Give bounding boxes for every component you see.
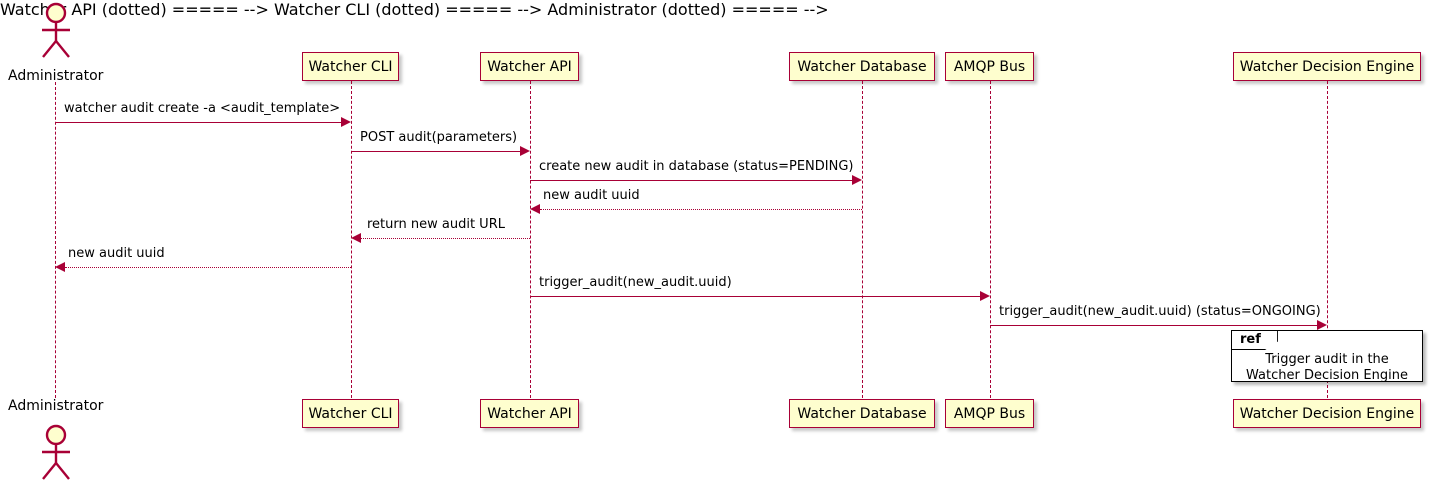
message-label-trigger-audit-ongoing: trigger_audit(new_audit.uuid) (status=ON… bbox=[999, 304, 1321, 319]
participant-label: Watcher Database bbox=[797, 58, 927, 75]
participant-watcher-cli-top[interactable]: Watcher CLI bbox=[302, 52, 399, 81]
lifeline-administrator bbox=[55, 82, 56, 398]
lifeline-amqp-bus bbox=[990, 81, 991, 398]
message-label-new-audit-uuid-cli: new audit uuid bbox=[68, 246, 165, 261]
participant-amqp-bus-bottom[interactable]: AMQP Bus bbox=[945, 399, 1034, 428]
message-arrowhead-return-new-audit-url bbox=[351, 233, 361, 243]
ref-text-line-1: Trigger audit in the bbox=[1265, 352, 1389, 367]
participant-watcher-api-top[interactable]: Watcher API bbox=[480, 52, 579, 81]
message-line-return-new-audit-url bbox=[361, 238, 530, 239]
participant-label: Watcher CLI bbox=[308, 58, 393, 75]
message-label-new-audit-uuid-db: new audit uuid bbox=[543, 188, 640, 203]
message-arrowhead-watcher-audit-create bbox=[341, 117, 351, 127]
message-line-new-audit-uuid-cli bbox=[65, 267, 351, 268]
message-label-create-new-audit: create new audit in database (status=PEN… bbox=[539, 159, 854, 174]
message-label-post-audit: POST audit(parameters) bbox=[360, 130, 518, 145]
participant-watcher-api-bottom[interactable]: Watcher API bbox=[480, 399, 579, 428]
message-arrowhead-trigger-audit-ongoing bbox=[1317, 320, 1327, 330]
participant-label: Watcher Decision Engine bbox=[1239, 405, 1415, 422]
lifeline-watcher-api bbox=[530, 81, 531, 398]
message-arrowhead-trigger-audit bbox=[980, 291, 990, 301]
message-line-trigger-audit-ongoing bbox=[990, 325, 1319, 326]
actor-label-top: Administrator bbox=[8, 68, 104, 84]
participant-label: AMQP Bus bbox=[953, 58, 1026, 75]
message-label-trigger-audit: trigger_audit(new_audit.uuid) bbox=[539, 275, 732, 290]
lifeline-watcher-database bbox=[862, 81, 863, 398]
ref-keyword-tab: ref bbox=[1232, 331, 1278, 350]
participant-label: Watcher Database bbox=[797, 405, 927, 422]
message-line-post-audit bbox=[351, 151, 522, 152]
actor-figure-top bbox=[30, 2, 82, 64]
participant-watcher-decision-engine-bottom[interactable]: Watcher Decision Engine bbox=[1233, 399, 1421, 428]
ref-text: Trigger audit in the Watcher Decision En… bbox=[1232, 352, 1422, 384]
message-arrowhead-create-new-audit bbox=[852, 175, 862, 185]
message-line-new-audit-uuid-db bbox=[540, 209, 862, 210]
lifeline-watcher-decision-engine bbox=[1327, 81, 1328, 398]
participant-watcher-database-top[interactable]: Watcher Database bbox=[789, 52, 935, 81]
participant-label: Watcher API bbox=[487, 405, 572, 422]
ref-text-line-2: Watcher Decision Engine bbox=[1246, 368, 1408, 383]
actor-label-bottom: Administrator bbox=[8, 398, 104, 414]
message-label-watcher-audit-create: watcher audit create -a <audit_template> bbox=[64, 101, 341, 116]
participant-amqp-bus-top[interactable]: AMQP Bus bbox=[945, 52, 1034, 81]
participant-label: Watcher Decision Engine bbox=[1239, 58, 1415, 75]
message-line-trigger-audit bbox=[530, 296, 982, 297]
participant-label: AMQP Bus bbox=[953, 405, 1026, 422]
ref-fragment: ref Trigger audit in the Watcher Decisio… bbox=[1231, 330, 1423, 384]
message-line-watcher-audit-create bbox=[55, 122, 343, 123]
participant-label: Watcher API bbox=[487, 58, 572, 75]
participant-watcher-decision-engine-top[interactable]: Watcher Decision Engine bbox=[1233, 52, 1421, 81]
message-arrowhead-new-audit-uuid-cli bbox=[55, 262, 65, 272]
message-arrowhead-new-audit-uuid-db bbox=[530, 204, 540, 214]
message-arrowhead-post-audit bbox=[520, 146, 530, 156]
message-label-return-new-audit-url: return new audit URL bbox=[367, 217, 505, 232]
participant-watcher-database-bottom[interactable]: Watcher Database bbox=[789, 399, 935, 428]
message-line-create-new-audit bbox=[530, 180, 854, 181]
participant-label: Watcher CLI bbox=[308, 405, 393, 422]
participant-watcher-cli-bottom[interactable]: Watcher CLI bbox=[302, 399, 399, 428]
actor-figure-bottom bbox=[30, 424, 82, 486]
